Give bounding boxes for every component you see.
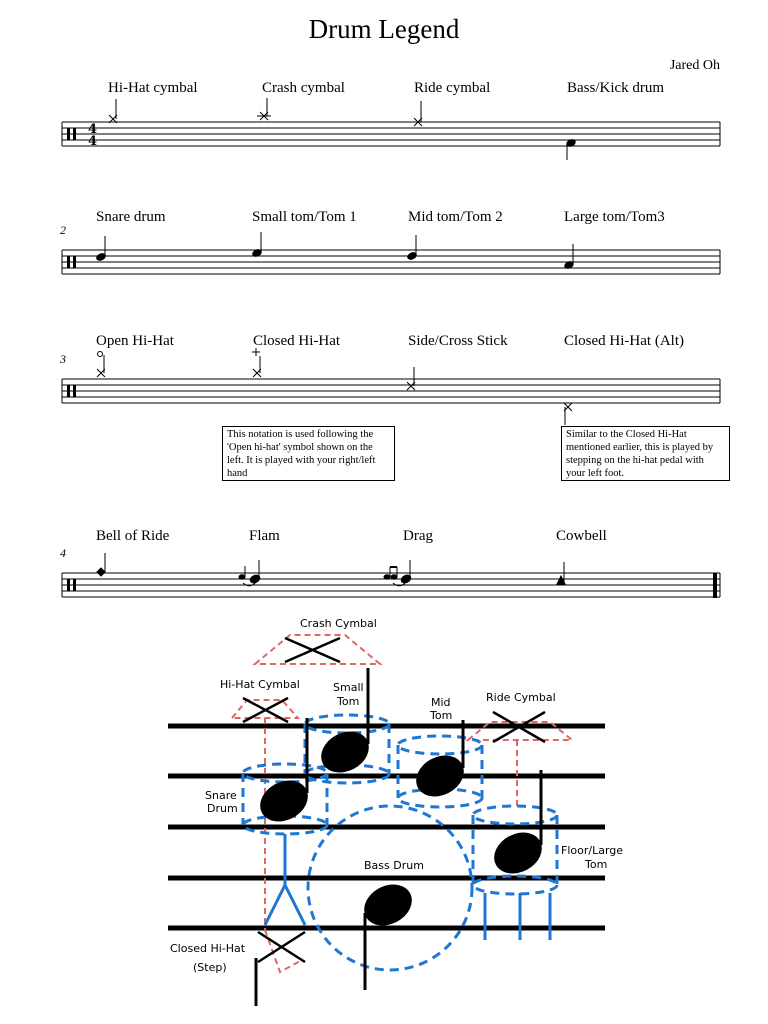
composer-name: Jared Oh bbox=[669, 58, 720, 73]
measure-number-2: 2 bbox=[60, 223, 66, 237]
diagram-label-floor-2: Tom bbox=[584, 858, 607, 871]
staff-2 bbox=[61, 249, 721, 275]
diagram-label-hh-step-1: Closed Hi-Hat bbox=[170, 942, 246, 955]
closed-hihat-alt-note bbox=[563, 402, 573, 425]
cowbell-note bbox=[556, 562, 566, 585]
label-side-cross-stick: Side/Cross Stick bbox=[408, 333, 508, 349]
diagram-label-mid-tom-2: Tom bbox=[429, 709, 452, 722]
label-crash-cymbal: Crash cymbal bbox=[262, 80, 345, 96]
diagram-label-crash: Crash Cymbal bbox=[300, 617, 377, 630]
diagram-label-snare-2: Drum bbox=[207, 802, 238, 815]
cymbal-x-marks bbox=[242, 636, 546, 964]
time-signature-bottom: 4 bbox=[88, 134, 97, 149]
page-title: Drum Legend bbox=[308, 14, 460, 44]
floor-tom-notehead bbox=[494, 832, 542, 874]
bell-of-ride-note bbox=[96, 553, 106, 577]
ride-cymbal-note bbox=[413, 101, 423, 127]
diagram-label-snare-1: Snare bbox=[205, 789, 237, 802]
label-flam: Flam bbox=[249, 528, 280, 544]
closed-hihat-note bbox=[252, 348, 262, 378]
label-hihat-cymbal: Hi-Hat cymbal bbox=[108, 80, 198, 96]
drum-outlines bbox=[241, 713, 559, 972]
label-closed-hihat: Closed Hi-Hat bbox=[253, 333, 341, 349]
flam-note bbox=[238, 560, 261, 587]
staff-3 bbox=[61, 378, 721, 404]
small-tom-note bbox=[252, 232, 262, 257]
snare-note bbox=[96, 236, 106, 261]
label-open-hihat: Open Hi-Hat bbox=[96, 333, 174, 349]
diagram-label-bass: Bass Drum bbox=[364, 859, 424, 872]
final-barline bbox=[713, 573, 717, 598]
label-ride-cymbal: Ride cymbal bbox=[414, 80, 491, 96]
cymbal-outlines bbox=[229, 634, 575, 974]
diagram-label-mid-tom-1: Mid bbox=[431, 696, 451, 709]
note-closed-hihat: This notation is used following the 'Ope… bbox=[222, 426, 395, 481]
drum-kit-diagram: Crash Cymbal Hi-Hat Cymbal Small Tom Mid… bbox=[168, 617, 623, 1006]
diagram-label-small-tom-2: Tom bbox=[336, 695, 359, 708]
large-tom-note bbox=[564, 244, 574, 269]
label-bell-of-ride: Bell of Ride bbox=[96, 528, 170, 544]
label-cowbell: Cowbell bbox=[556, 528, 607, 544]
notation-staves: 4 4 bbox=[61, 98, 721, 598]
label-closed-hihat-alt: Closed Hi-Hat (Alt) bbox=[564, 333, 684, 349]
label-large-tom: Large tom/Tom3 bbox=[564, 209, 665, 225]
label-bass-drum: Bass/Kick drum bbox=[567, 80, 665, 96]
mid-tom-note bbox=[407, 235, 417, 260]
bass-drum-note bbox=[566, 139, 576, 160]
diagram-label-hihat: Hi-Hat Cymbal bbox=[220, 678, 300, 691]
diagram-label-small-tom-1: Small bbox=[333, 681, 364, 694]
label-small-tom: Small tom/Tom 1 bbox=[252, 209, 357, 225]
mid-tom-notehead bbox=[416, 755, 464, 797]
drag-note bbox=[383, 560, 412, 587]
diagram-label-ride: Ride Cymbal bbox=[486, 691, 556, 704]
label-mid-tom: Mid tom/Tom 2 bbox=[408, 209, 503, 225]
label-drag: Drag bbox=[403, 528, 433, 544]
note-closed-hihat-alt: Similar to the Closed Hi-Hat mentioned e… bbox=[561, 426, 730, 481]
time-signature-top: 4 bbox=[88, 122, 97, 137]
label-snare-drum: Snare drum bbox=[96, 209, 166, 225]
bass-drum-notehead bbox=[364, 884, 412, 926]
snare-notehead bbox=[260, 780, 308, 822]
small-tom-notehead bbox=[321, 731, 369, 773]
measure-number-4: 4 bbox=[60, 546, 66, 560]
open-hihat-note bbox=[96, 351, 106, 378]
measure-number-3: 3 bbox=[60, 352, 66, 366]
crash-cymbal-note bbox=[257, 98, 271, 121]
diagram-label-hh-step-2: (Step) bbox=[193, 961, 227, 974]
hihat-cymbal-note bbox=[108, 99, 118, 124]
diagram-notes bbox=[254, 668, 543, 1006]
diagram-label-floor-1: Floor/Large bbox=[561, 844, 623, 857]
side-stick-note bbox=[406, 367, 416, 391]
drum-legs bbox=[263, 834, 552, 940]
staff-1: 4 4 bbox=[61, 121, 721, 149]
